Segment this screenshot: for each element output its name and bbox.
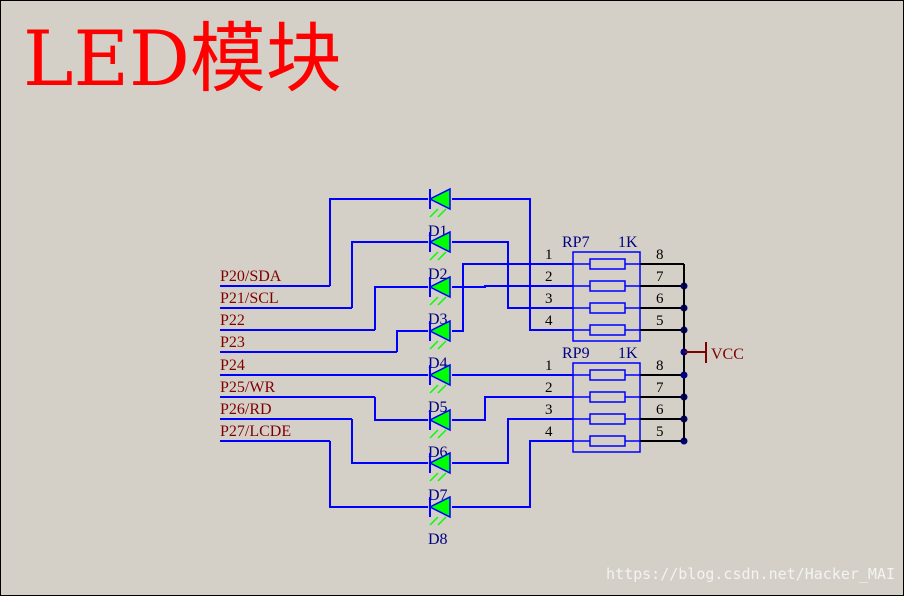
resistor-pack-ref: RP9 [562, 345, 590, 362]
pin-number-left: 3 [545, 291, 553, 307]
led-label: D4 [428, 355, 448, 372]
led-diode [428, 495, 451, 526]
resistor-element [589, 324, 626, 336]
resistor-element [589, 280, 626, 292]
led-diode [428, 230, 451, 261]
led-emission-arrow [437, 516, 447, 526]
resistor-element [589, 369, 626, 381]
led-emission-arrow [437, 296, 447, 306]
pin-number-right: 6 [656, 402, 664, 418]
led-emission-arrow [437, 429, 447, 439]
led-triangle [428, 230, 451, 254]
led-label: D5 [428, 399, 448, 416]
resistor-element [589, 258, 626, 270]
vcc-label: VCC [711, 346, 744, 363]
led-cathode-wire [452, 396, 573, 421]
led-emission-arrow [429, 340, 439, 350]
net-label: P21/SCL [220, 290, 279, 307]
pin-number-left: 1 [545, 358, 553, 374]
net-label: P25/WR [220, 379, 275, 396]
led-emission-arrow [437, 472, 447, 482]
led-triangle [428, 319, 451, 343]
led-emission-arrow [437, 384, 447, 394]
led-cathode-wire [452, 263, 573, 332]
led-diode [428, 363, 451, 394]
led-cathode-wire [452, 418, 573, 464]
led-emission-arrow [429, 472, 439, 482]
led-anode-wire [351, 241, 428, 308]
pin-number-right: 7 [656, 380, 664, 396]
net-label: P22 [220, 312, 245, 329]
led-emission-arrow [437, 208, 447, 218]
pin-number-left: 2 [545, 269, 553, 285]
led-cathode-wire [452, 285, 573, 288]
junction-dot [680, 371, 688, 379]
resistor-pack-value: 1K [618, 234, 638, 251]
resistor-element [589, 413, 626, 425]
resistor-pack-body [572, 251, 641, 342]
led-diode [428, 319, 451, 350]
led-emission-arrow [429, 296, 439, 306]
page-title: LED模块 [23, 14, 342, 103]
net-label: P24 [220, 357, 245, 374]
led-label: D8 [428, 531, 448, 548]
led-diode [428, 408, 451, 439]
led-anode-wire [396, 330, 428, 352]
led-anode-wire [374, 286, 428, 330]
pin-number-right: 8 [656, 247, 664, 263]
led-cathode-wire [452, 440, 573, 508]
led-triangle [428, 187, 451, 211]
pin-number-left: 3 [545, 402, 553, 418]
led-emission-arrow [429, 251, 439, 261]
led-label: D2 [428, 266, 448, 283]
pin-number-right: 7 [656, 269, 664, 285]
net-label: P20/SDA [220, 268, 282, 285]
watermark: https://blog.csdn.net/Hacker_MAI [606, 565, 895, 583]
led-label: D3 [428, 311, 448, 328]
resistor-element [589, 435, 626, 447]
led-emission-arrow [429, 208, 439, 218]
led-anode-wire [351, 419, 428, 464]
pin-number-left: 1 [545, 247, 553, 263]
led-anode-wire [329, 441, 428, 508]
led-triangle [428, 275, 451, 299]
net-label: P23 [220, 334, 245, 351]
pin-number-left: 4 [545, 313, 553, 329]
led-label: D7 [428, 487, 448, 504]
led-emission-arrow [437, 251, 447, 261]
led-diode [428, 275, 451, 306]
net-label: P27/LCDE [220, 423, 291, 440]
pin-number-right: 6 [656, 291, 664, 307]
led-emission-arrow [429, 516, 439, 526]
led-triangle [428, 408, 451, 432]
resistor-pack-value: 1K [618, 345, 638, 362]
led-triangle [428, 363, 451, 387]
led-emission-arrow [429, 429, 439, 439]
led-anode-wire [374, 397, 428, 421]
led-diode [428, 187, 451, 218]
pin-number-left: 4 [545, 424, 553, 440]
led-emission-arrow [429, 384, 439, 394]
pin-number-right: 8 [656, 358, 664, 374]
led-anode-wire [329, 198, 428, 286]
led-cathode-wire [452, 241, 573, 309]
resistor-element [589, 391, 626, 403]
resistor-pack-ref: RP7 [562, 234, 590, 251]
led-triangle [428, 495, 451, 519]
led-triangle [428, 451, 451, 475]
led-emission-arrow [437, 340, 447, 350]
pin-number-left: 2 [545, 380, 553, 396]
resistor-pack-body [572, 362, 641, 453]
resistor-element [589, 302, 626, 314]
pin-number-right: 5 [656, 424, 664, 440]
pin-number-right: 5 [656, 313, 664, 329]
net-label: P26/RD [220, 401, 272, 418]
led-diode [428, 451, 451, 482]
